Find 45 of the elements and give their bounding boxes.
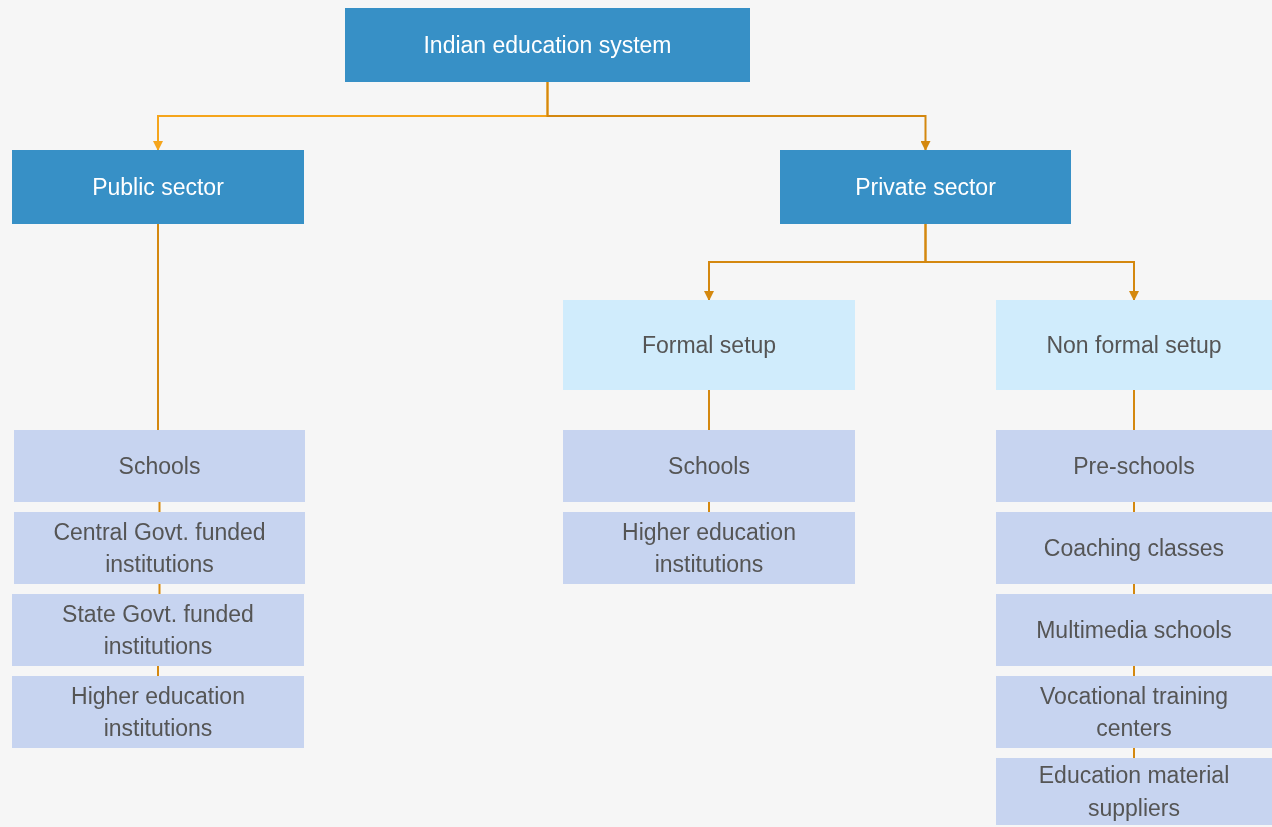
category-box <box>563 300 855 390</box>
item-box <box>996 594 1272 666</box>
item-box <box>563 430 855 502</box>
connector-line <box>1133 389 1135 431</box>
arrow <box>546 81 931 151</box>
connector-line <box>157 223 159 431</box>
category-box <box>996 300 1272 390</box>
connector-line <box>1133 583 1135 595</box>
box-label: Multimedia schools <box>1036 615 1232 645</box>
box-label: Non formal setup <box>1046 330 1222 360</box>
box-label: Indian education system <box>423 30 672 60</box>
connector-line <box>158 501 161 513</box>
box-label: Schools <box>118 451 201 481</box>
item-box <box>12 676 304 748</box>
box-label: Education material suppliers <box>1037 761 1231 823</box>
box-label: Pre-schools <box>1073 451 1195 481</box>
connector-line <box>708 501 710 513</box>
item-box <box>563 512 855 584</box>
item-box <box>14 430 305 502</box>
box-label: Public sector <box>92 172 224 202</box>
box-label: Higher education institutions <box>70 681 246 743</box>
box-label: Vocational training centers <box>1039 681 1229 743</box>
connector-line <box>157 665 159 677</box>
arrow <box>924 223 1139 301</box>
item-box <box>996 758 1272 825</box>
item-box <box>996 676 1272 748</box>
item-box <box>996 430 1272 502</box>
connector-line <box>708 389 710 431</box>
connector-line <box>1133 665 1135 677</box>
connector-line <box>1133 747 1135 759</box>
item-box <box>14 512 305 584</box>
box-label: State Govt. funded institutions <box>61 599 255 661</box>
box-label: Formal setup <box>641 330 777 360</box>
connector-line <box>1133 501 1135 513</box>
heading-box <box>12 150 304 224</box>
box-label: Central Govt. funded institutions <box>52 517 267 579</box>
box-label: Higher education institutions <box>621 517 797 579</box>
item-box <box>12 594 304 666</box>
connector-line <box>158 583 161 595</box>
box-label: Coaching classes <box>1043 533 1225 563</box>
box-label: Private sector <box>855 172 996 202</box>
box-label: Schools <box>668 451 750 481</box>
heading-box <box>345 8 750 82</box>
item-box <box>996 512 1272 584</box>
heading-box <box>780 150 1071 224</box>
